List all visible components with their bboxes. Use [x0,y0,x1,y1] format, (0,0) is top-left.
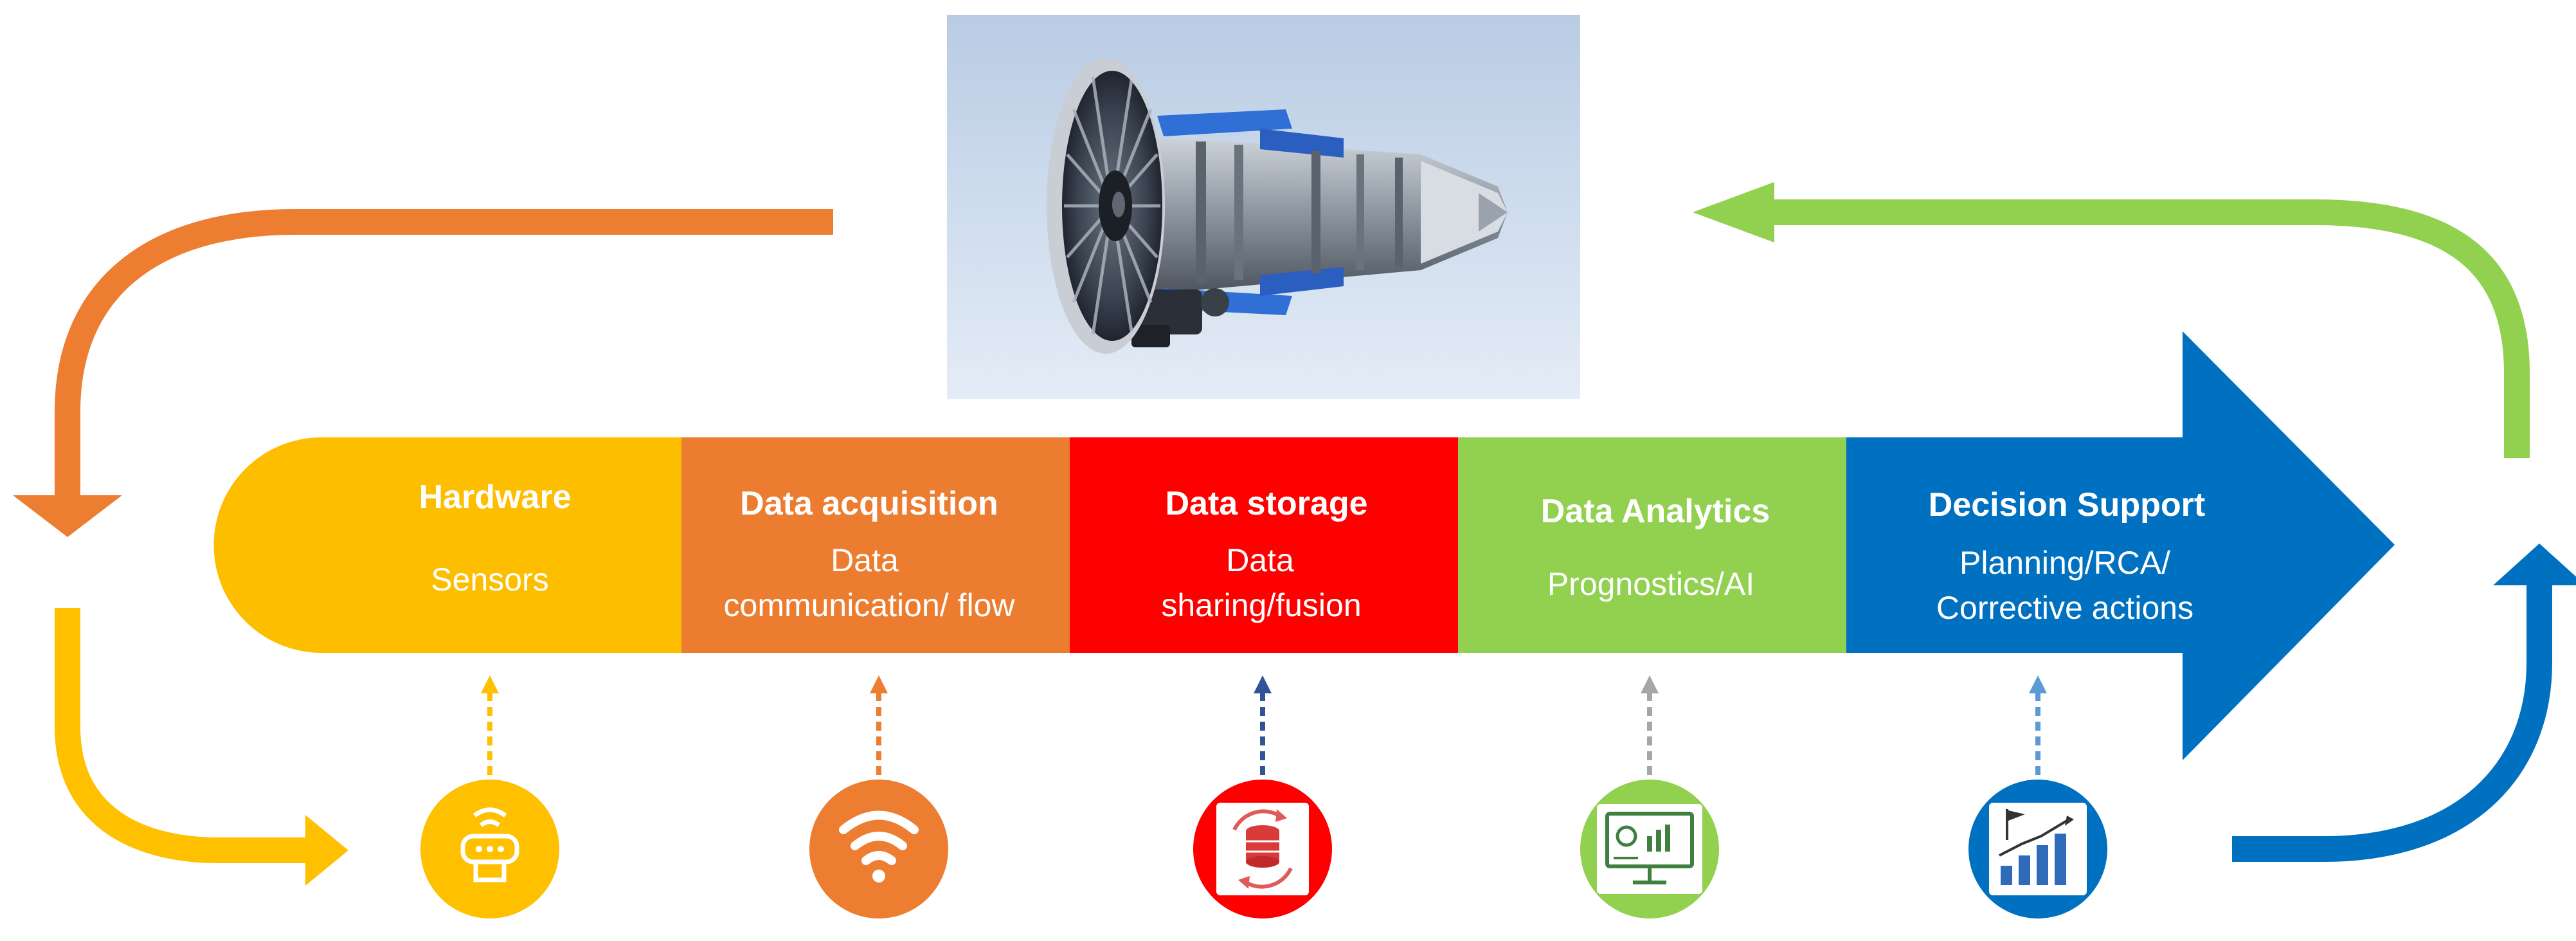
stage-subtitle-line2: communication/ flow [724,587,1016,623]
stage-data-storage-text: Data storage Data sharing/fusion [1161,485,1367,623]
database-sync-icon [1193,780,1332,918]
stage-subtitle: Planning/RCA/ [1959,545,2170,581]
stage-subtitle: Data [1226,542,1294,578]
stage-title: Hardware [419,479,572,516]
segment-decision-support [1846,331,2395,760]
green-feedback-arrow [1693,182,2530,458]
stage-title: Data acquisition [740,485,998,522]
stage-subtitle: Data [831,542,899,578]
yellow-input-arrow [55,608,348,886]
stage-subtitle-line2: Corrective actions [1936,590,2193,626]
orange-feedback-arrow [13,209,833,537]
stage-data-analytics-text: Data Analytics Prognostics/AI [1541,493,1770,602]
segment-hardware [213,437,682,653]
stage-title: Decision Support [1929,486,2205,524]
stage-subtitle: Prognostics/AI [1547,566,1754,602]
segment-data-storage [1070,437,1458,653]
growth-chart-flag-icon [1968,780,2107,918]
analytics-monitor-icon [1580,780,1719,918]
connector-data-storage [1254,675,1272,775]
stage-hardware-text: Hardware Sensors [419,479,572,598]
segment-data-analytics [1458,437,1846,653]
stage-title: Data Analytics [1541,493,1770,530]
stage-data-acquisition-text: Data acquisition Data communication/ flo… [724,485,1016,623]
connector-decision-support [2029,675,2047,775]
connector-data-analytics [1641,675,1659,775]
stage-subtitle-line2: sharing/fusion [1161,587,1361,623]
jet-engine-image [947,15,1580,399]
sensor-device-icon [420,780,559,918]
connector-data-acquisition [870,675,888,775]
wireless-signal-icon [809,780,948,918]
stage-decision-support-text: Decision Support Planning/RCA/ Correctiv… [1929,486,2205,626]
process-flow-bar [213,331,2395,760]
blue-output-arrow [2232,544,2576,862]
connector-hardware [481,675,499,775]
stage-subtitle: Sensors [431,562,548,598]
segment-data-acquisition [681,437,1070,653]
stage-title: Data storage [1166,485,1368,522]
